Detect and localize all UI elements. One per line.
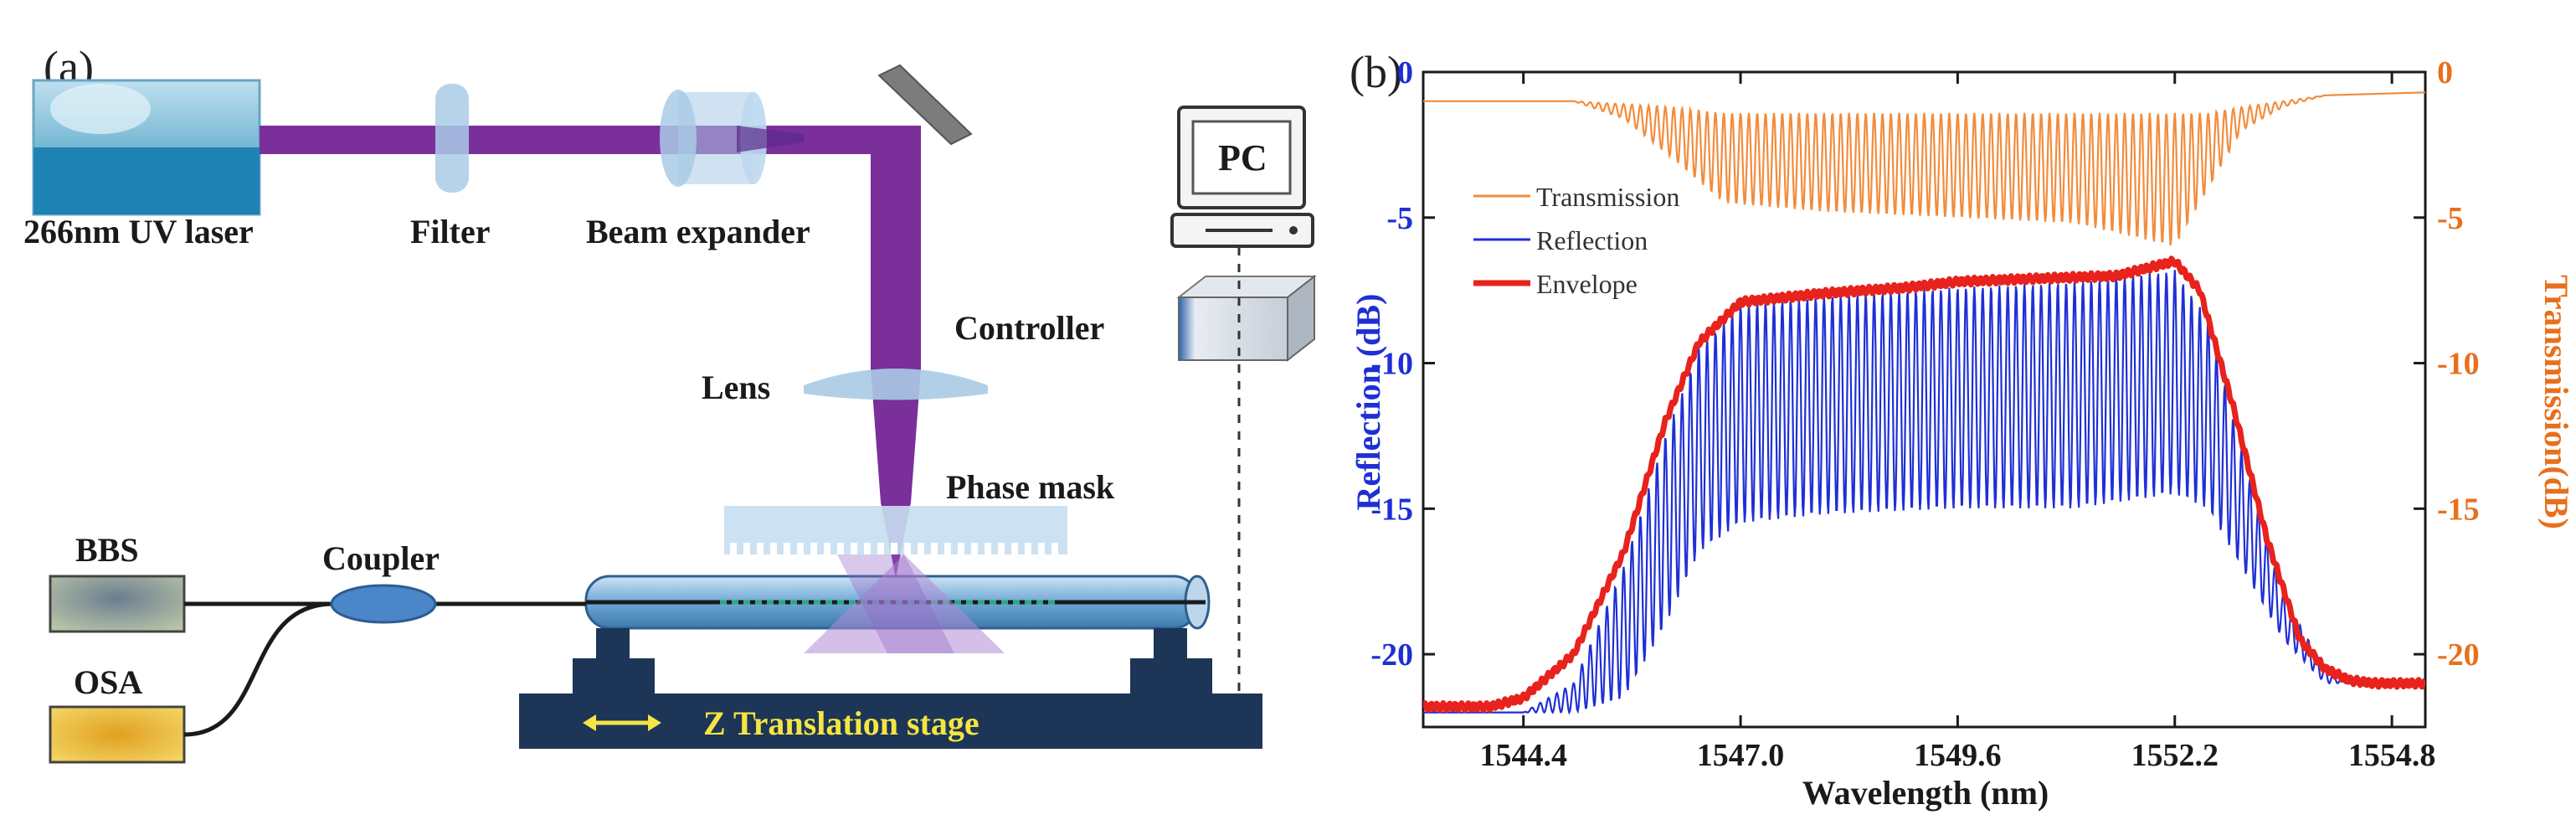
mask-groove bbox=[837, 543, 844, 554]
y-tick-label-left: 0 bbox=[1397, 55, 1413, 90]
y-tick-label-right: -15 bbox=[2437, 492, 2480, 527]
y-tick-label-left: -20 bbox=[1370, 637, 1413, 673]
lens bbox=[804, 369, 988, 400]
x-tick-label: 1547.0 bbox=[1697, 738, 1785, 773]
x-tick-label: 1549.6 bbox=[1914, 738, 2002, 773]
x-axis-title: Wavelength (nm) bbox=[1802, 774, 2049, 812]
series-layer bbox=[1423, 91, 2425, 715]
y-tick-label-right: -5 bbox=[2437, 201, 2464, 236]
x-tick-label: 1552.2 bbox=[2131, 738, 2219, 773]
legend-label-reflection: Reflection bbox=[1536, 225, 1648, 255]
uv-laser bbox=[32, 79, 261, 216]
phase-mask bbox=[724, 506, 1067, 554]
mask-groove bbox=[757, 543, 764, 554]
y-tick-label-right: -20 bbox=[2437, 637, 2480, 673]
y-tick-label-right: -10 bbox=[2437, 347, 2480, 382]
mask-groove bbox=[770, 543, 777, 554]
y-axis-right-title: Transmission(dB) bbox=[2537, 275, 2575, 529]
laser-label: 266nm UV laser bbox=[23, 213, 254, 250]
y-tick-label-left: -10 bbox=[1370, 347, 1413, 382]
beam-expander bbox=[660, 90, 804, 187]
phase-mask-label: Phase mask bbox=[946, 468, 1115, 506]
x-tick-label: 1554.8 bbox=[2348, 738, 2436, 773]
mirror bbox=[877, 64, 973, 146]
mask-groove bbox=[743, 543, 750, 554]
y-tick-label-left: -5 bbox=[1386, 201, 1413, 236]
mask-groove bbox=[918, 543, 924, 554]
mask-groove bbox=[971, 543, 978, 554]
x-tick-label: 1544.4 bbox=[1479, 738, 1567, 773]
mask-groove bbox=[891, 543, 897, 554]
mask-groove bbox=[784, 543, 790, 554]
interference-pattern bbox=[804, 554, 1005, 653]
pc bbox=[1170, 106, 1314, 248]
filter-label: Filter bbox=[410, 213, 491, 250]
mask-groove bbox=[864, 543, 871, 554]
fiber-osa bbox=[183, 601, 334, 737]
coupler-device bbox=[330, 584, 437, 624]
panel-b: (b) 1544.4 1547.0 1549.6 1552.2 1554.8 0 -5 -10… bbox=[1350, 47, 2575, 812]
controller-label: Controller bbox=[954, 309, 1104, 347]
filter bbox=[435, 84, 469, 193]
plot-frame bbox=[1422, 70, 2427, 729]
legend-label-transmission: Transmission bbox=[1536, 182, 1679, 212]
series-reflection bbox=[1423, 270, 2425, 715]
mask-groove bbox=[1011, 543, 1018, 554]
mask-groove bbox=[985, 543, 991, 554]
mask-groove bbox=[730, 543, 737, 554]
mask-groove bbox=[958, 543, 964, 554]
bbs-device bbox=[49, 575, 186, 633]
panel-b-label: (b) bbox=[1350, 47, 1402, 97]
mask-groove bbox=[1038, 543, 1045, 554]
mask-groove bbox=[797, 543, 804, 554]
mask-groove bbox=[851, 543, 857, 554]
pc-label: PC bbox=[1218, 137, 1267, 178]
osa-device bbox=[49, 705, 186, 764]
mask-groove bbox=[1025, 543, 1031, 554]
legend: Transmission Reflection Envelope bbox=[1473, 182, 1679, 299]
mask-groove bbox=[931, 543, 938, 554]
mask-groove bbox=[824, 543, 830, 554]
lens-label: Lens bbox=[702, 369, 770, 406]
mask-groove bbox=[1051, 543, 1058, 554]
bbs-label: BBS bbox=[75, 531, 139, 569]
stage-label: Z Translation stage bbox=[703, 704, 979, 742]
osa-label: OSA bbox=[74, 663, 142, 701]
legend-label-envelope: Envelope bbox=[1536, 269, 1638, 299]
uv-beam-horizontal bbox=[260, 126, 913, 154]
y-tick-label-right: 0 bbox=[2437, 55, 2453, 90]
coupler-label: Coupler bbox=[322, 539, 440, 577]
controller bbox=[1176, 274, 1317, 363]
mask-groove bbox=[810, 543, 817, 554]
panel-a: (a) 266nm UV laser Filter Beam expander bbox=[23, 42, 1317, 764]
series-transmission bbox=[1423, 91, 2425, 246]
stage-arrow-icon bbox=[583, 714, 661, 731]
y-tick-label-left: -15 bbox=[1370, 492, 1413, 527]
beam-expander-label: Beam expander bbox=[586, 213, 810, 250]
series-envelope bbox=[1423, 255, 2425, 714]
y-axis-left-title: Reflection (dB) bbox=[1350, 294, 1387, 511]
axis-layer: 1544.4 1547.0 1549.6 1552.2 1554.8 0 -5 -10 -15 -… bbox=[1370, 55, 2479, 773]
mask-groove bbox=[904, 543, 911, 554]
mask-groove bbox=[944, 543, 951, 554]
uv-beam-vertical bbox=[871, 126, 921, 578]
mask-groove bbox=[998, 543, 1005, 554]
mask-groove bbox=[877, 543, 884, 554]
